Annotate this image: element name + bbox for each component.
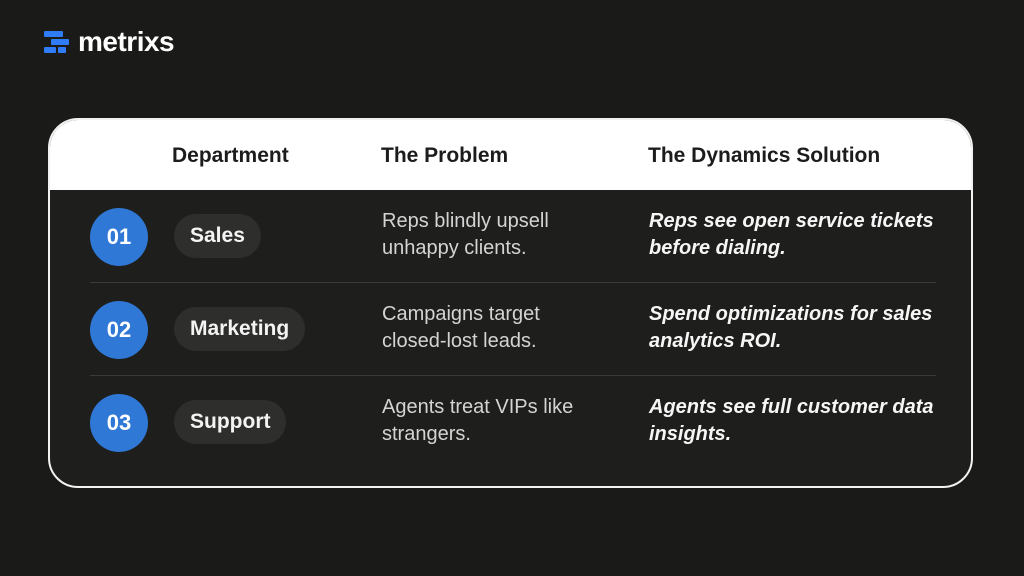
- solution-text: Spend optimizations for sales analytics …: [649, 303, 933, 352]
- brand-logo: metrixs: [44, 26, 175, 57]
- header-problem: The Problem: [381, 144, 509, 167]
- department-pill: Marketing: [174, 307, 306, 351]
- row-number-badge: 02: [90, 301, 148, 359]
- header-solution: The Dynamics Solution: [648, 144, 881, 167]
- row-divider: [90, 375, 936, 376]
- problem-text: Agents treat VIPs like strangers.: [382, 396, 574, 445]
- solution-text: Reps see open service tickets before dia…: [649, 210, 934, 259]
- table-header: Department The Problem The Dynamics Solu…: [50, 120, 971, 190]
- row-number-badge: 01: [90, 208, 148, 266]
- row-number-badge: 03: [90, 394, 148, 452]
- department-pill: Sales: [174, 214, 261, 258]
- comparison-table: Department The Problem The Dynamics Solu…: [48, 118, 973, 488]
- row-divider: [90, 282, 936, 283]
- header-department: Department: [172, 144, 289, 167]
- solution-text: Agents see full customer data insights.: [649, 396, 934, 445]
- table-row: 01 Sales Reps blindly upsell unhappy cli…: [90, 190, 936, 283]
- problem-text: Reps blindly upsell unhappy clients.: [382, 210, 549, 259]
- problem-text: Campaigns target closed-lost leads.: [382, 303, 540, 352]
- brand-name: metrixs: [78, 26, 175, 57]
- department-pill: Support: [174, 400, 287, 444]
- bars-logo-icon: [44, 30, 72, 54]
- table-row: 02 Marketing Campaigns target closed-los…: [90, 283, 936, 376]
- table-row: 03 Support Agents treat VIPs like strang…: [90, 376, 936, 469]
